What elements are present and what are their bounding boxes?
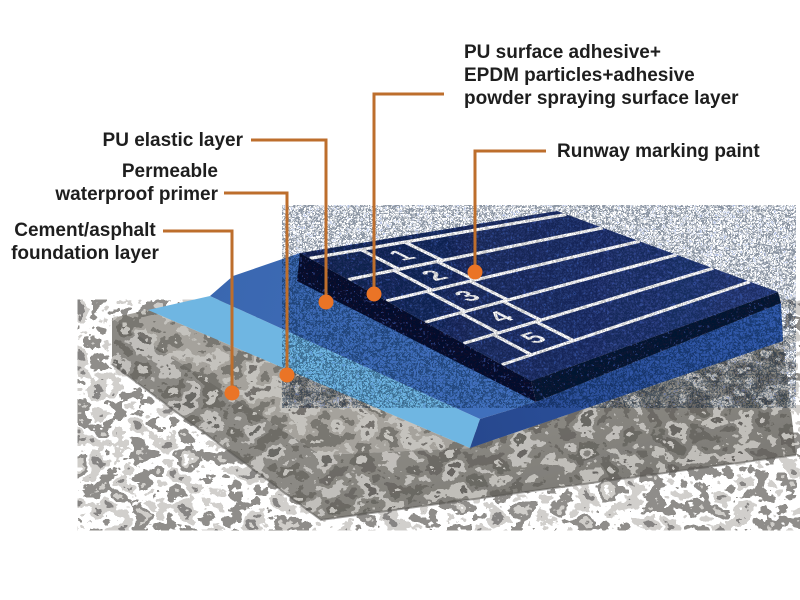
leader-line-foundation [163,229,234,389]
start-box-line [459,311,500,335]
pu-elastic-layer-side [470,303,783,448]
start-box-line [393,268,433,292]
start-box-line [535,320,575,343]
leader-line-marking [473,149,546,267]
callout-dot-elastic [318,294,334,310]
lane-line [424,253,677,324]
label-surface-layer: PU surface adhesive+ EPDM particles+adhe… [464,42,739,109]
start-box-line [492,333,533,357]
start-box-line [469,279,509,302]
start-box-line [426,289,466,313]
start-box-line [360,248,400,271]
track-surface-front-face [297,253,536,402]
lane-line [462,266,714,346]
pu-elastic-layer-top [210,253,536,419]
track-surface-side-band [531,292,781,402]
callout-dot-foundation [224,385,240,401]
leader-line-elastic [251,138,328,297]
foundation-layer-front-left-face [112,318,321,520]
leader-line-primer [224,191,289,370]
callout-dot-surface [366,286,382,302]
label-waterproof-primer: Permeable waterproof primer [55,161,218,205]
start-box-line [436,260,476,282]
label-pu-elastic-layer: PU elastic layer [102,130,243,151]
lane-line [309,212,567,260]
foundation-layer-top [112,310,470,455]
block-bottom-edge [111,363,797,522]
start-box-line [502,299,542,322]
foundation-layer-front-right-face [321,341,796,520]
callout-dot-primer [279,367,295,383]
leader-line-surface [372,92,444,289]
callout-dot-marking [467,264,483,280]
lane-line [501,280,751,367]
track-surface-top [300,211,778,381]
label-runway-marking-paint: Runway marking paint [557,141,760,162]
label-foundation-layer: Cement/asphalt foundation layer [11,220,159,264]
start-box-line [403,240,444,262]
